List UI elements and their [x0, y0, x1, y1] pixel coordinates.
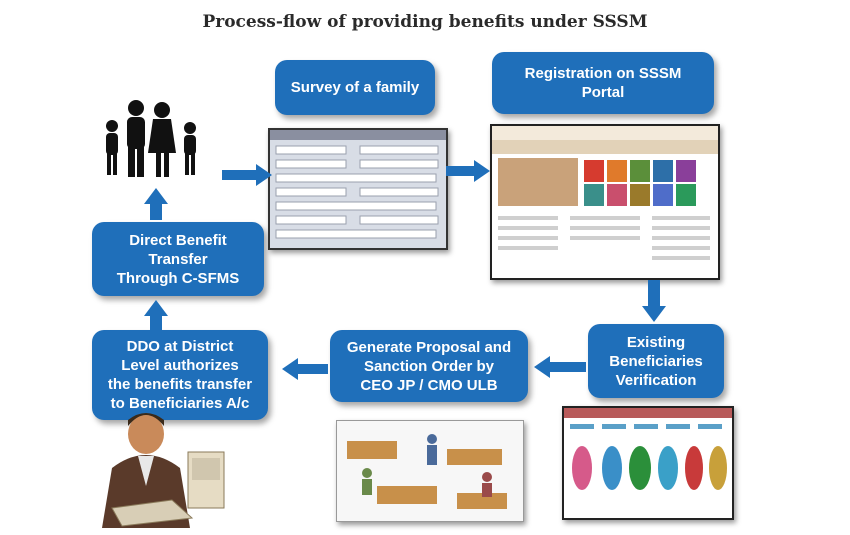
office-illustration	[336, 420, 524, 522]
ddo-step: DDO at District Level authorizes the ben…	[92, 330, 268, 420]
proposal-step: Generate Proposal and Sanction Order by …	[330, 330, 528, 402]
arrow-proposal-to-ddo	[282, 358, 328, 380]
registration-step: Registration on SSSM Portal	[492, 52, 714, 114]
arrow-verification-to-proposal	[534, 356, 586, 378]
arrow-survey-to-registration	[446, 160, 490, 182]
verification-image	[562, 406, 734, 520]
officer-at-computer-illustration	[102, 413, 225, 528]
verification-step: Existing Beneficiaries Verification	[588, 324, 724, 398]
arrow-family-to-survey	[222, 164, 272, 186]
diagram-title: Process-flow of providing benefits under…	[202, 12, 648, 32]
arrow-dbt-to-family	[144, 188, 168, 220]
arrow-registration-to-verification	[642, 280, 666, 322]
survey-step: Survey of a family	[275, 60, 435, 115]
arrow-ddo-to-dbt	[144, 300, 168, 330]
survey-form-image	[268, 128, 448, 250]
portal-image	[490, 124, 720, 280]
family-icon	[106, 100, 196, 177]
dbt-step: Direct Benefit Transfer Through C-SFMS	[92, 222, 264, 296]
